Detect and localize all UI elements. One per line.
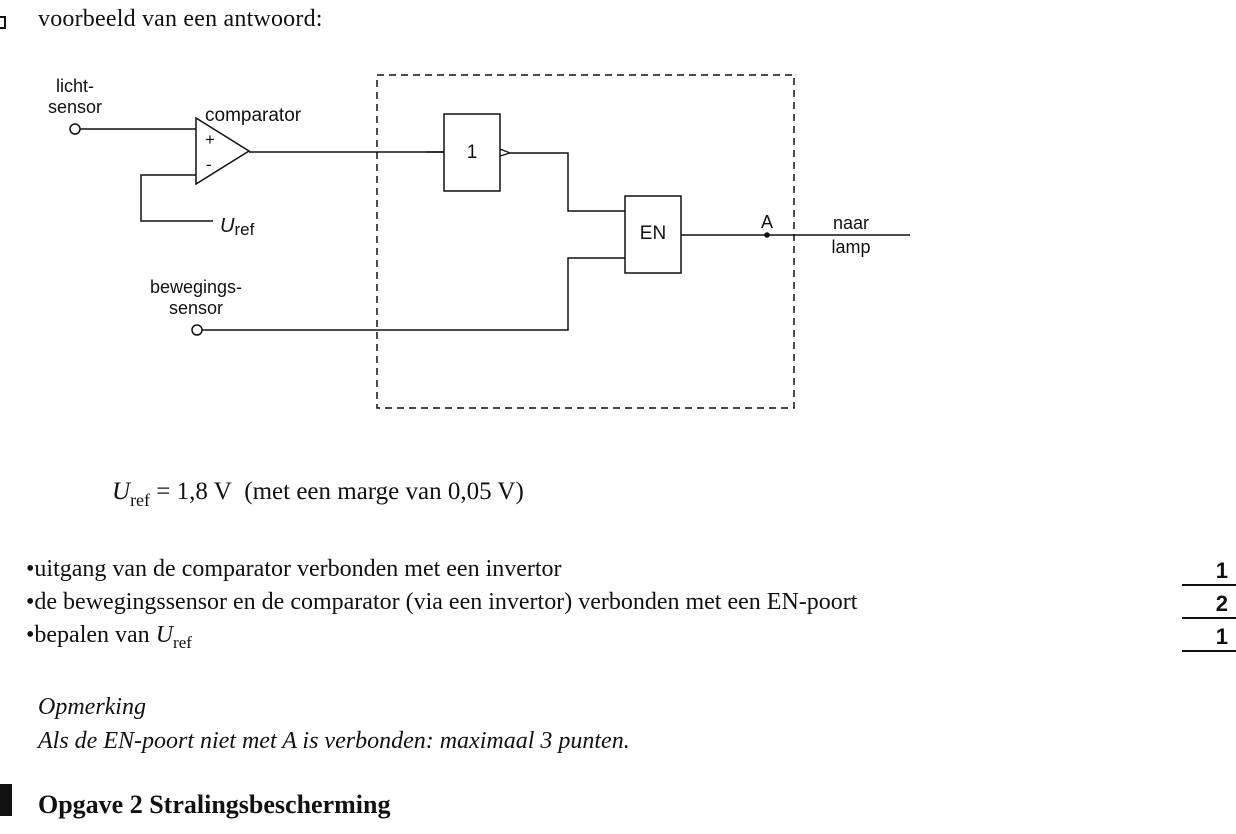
and-gate-label: EN [640, 223, 666, 244]
criterion-item: •bepalen van Uref [26, 622, 192, 652]
comparator-label: comparator [205, 105, 302, 126]
criterion-points: 1 [1182, 624, 1236, 652]
criterion-item: •uitgang van de comparator verbonden met… [26, 556, 562, 582]
comparator-minus: - [206, 155, 212, 174]
point-a-label: A [761, 212, 773, 232]
naar-label: naar [833, 213, 869, 233]
bewegingssensor-terminal [191, 324, 203, 336]
criterion-item: •de bewegingssensor en de comparator (vi… [26, 589, 858, 615]
bewegingssensor-label-1: bewegings- [150, 277, 242, 297]
checkbox-icon [0, 16, 6, 29]
lamp-label: lamp [831, 237, 870, 257]
uref-formula: Uref = 1,8 V (met een marge van 0,05 V) [112, 478, 524, 510]
intro-text: voorbeeld van een antwoord: [38, 6, 323, 32]
remark-text: Als de EN-poort niet met A is verbonden:… [38, 728, 630, 754]
remark-title: Opmerking [38, 694, 146, 720]
comparator-plus: + [205, 130, 215, 149]
lichtsensor-terminal [69, 123, 81, 135]
lichtsensor-label-2: sensor [48, 97, 102, 117]
section-marker [0, 784, 12, 816]
section-title: Opgave 2 Stralingsbescherming [38, 790, 391, 819]
comparator-symbol [195, 116, 251, 186]
invertor-label: 1 [467, 142, 478, 163]
circuit-diagram: + - 1 EN licht- sensor comparator Uref A… [48, 74, 910, 409]
dashed-box [376, 74, 795, 409]
criterion-points: 2 [1182, 591, 1236, 619]
uref-label: Uref [220, 215, 255, 239]
and-gate [624, 195, 682, 274]
bewegingssensor-label-2: sensor [169, 298, 223, 318]
point-a-dot [764, 232, 770, 238]
criterion-points: 1 [1182, 558, 1236, 586]
lichtsensor-label-1: licht- [56, 76, 94, 96]
